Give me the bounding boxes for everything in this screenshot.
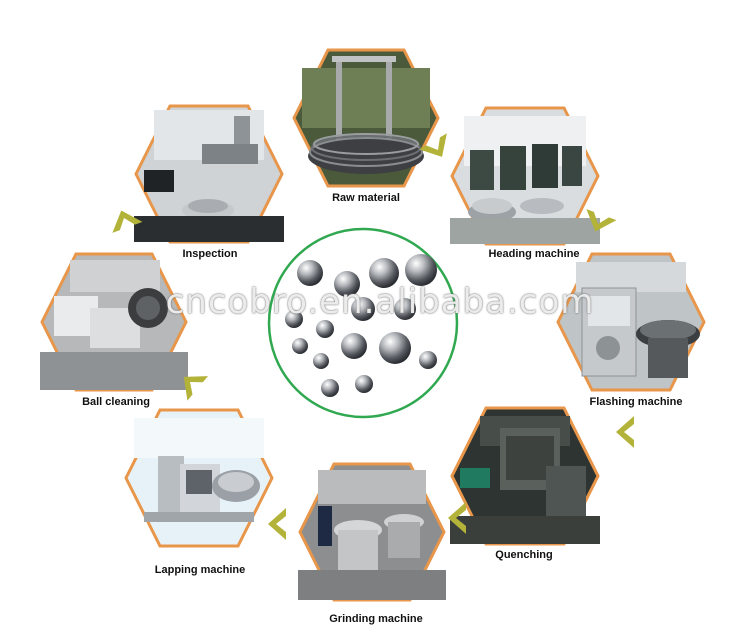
step-label-flashing-machine: Flashing machine xyxy=(589,396,683,408)
wire-coil-photo-icon xyxy=(302,56,430,174)
grinding-machines-photo-icon xyxy=(298,470,446,600)
step-grinding-machine xyxy=(298,462,446,602)
step-label-quenching: Quenching xyxy=(495,549,553,561)
step-label-inspection: Inspection xyxy=(182,248,238,260)
step-label-heading-machine: Heading machine xyxy=(488,248,580,260)
step-lapping-machine xyxy=(124,408,274,548)
arrow-icon xyxy=(586,209,617,232)
arrow-icon xyxy=(183,376,208,401)
heading-machines-photo-icon xyxy=(450,116,600,244)
step-heading-machine xyxy=(450,106,600,246)
quenching-furnace-photo-icon xyxy=(450,416,600,544)
flashing-machine-photo-icon xyxy=(576,262,700,378)
arrow-icon xyxy=(448,502,466,534)
step-label-raw-material: Raw material xyxy=(332,192,400,204)
inspection-instrument-photo-icon xyxy=(134,110,284,242)
arrow-icon xyxy=(419,133,447,157)
step-flashing-machine xyxy=(556,252,706,392)
step-raw-material xyxy=(292,48,440,188)
arrow-icon xyxy=(112,210,143,233)
lapping-machine-photo-icon xyxy=(134,418,264,522)
center-steel-balls-image xyxy=(266,226,460,420)
step-ball-cleaning xyxy=(40,252,188,392)
steel-balls-icon xyxy=(285,254,437,397)
cleaning-machine-photo-icon xyxy=(40,260,188,390)
step-label-lapping-machine: Lapping machine xyxy=(154,564,246,576)
step-label-ball-cleaning: Ball cleaning xyxy=(82,396,150,408)
arrow-icon xyxy=(268,508,286,540)
arrow-icon xyxy=(616,416,634,448)
step-label-grinding-machine: Grinding machine xyxy=(329,613,423,625)
step-quenching xyxy=(450,406,600,546)
step-inspection xyxy=(134,104,284,244)
